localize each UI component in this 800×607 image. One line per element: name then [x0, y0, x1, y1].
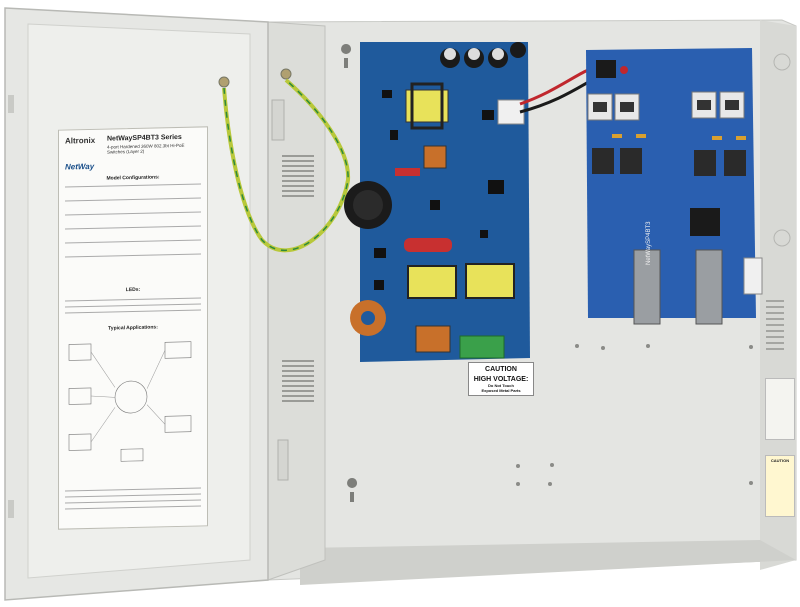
psu-small-components: [374, 90, 504, 290]
mounting-holes: [516, 344, 753, 486]
door-label-rule: [65, 303, 201, 308]
side-caution-text: CAUTION: [770, 458, 790, 463]
vent-slots-left: [282, 155, 314, 402]
door-label-rule: [65, 197, 201, 202]
door-label-rule: [65, 225, 201, 230]
door-latch: [271, 99, 285, 141]
door-label-brand: Altronix: [65, 135, 96, 146]
vent-slots-right: [766, 300, 784, 350]
door-label-leds-heading: LEDs:: [125, 286, 141, 294]
keyhole-mount-bottom: [347, 478, 358, 502]
side-rating-label: [765, 378, 795, 440]
psu-terminal-block: [459, 335, 505, 359]
caution-high-voltage: HIGH VOLTAGE:: [473, 376, 529, 383]
door-hinge-bottom: [8, 500, 14, 518]
door-label-rule: [65, 253, 201, 258]
door-label-rule: [65, 487, 201, 492]
knockout-hole: [773, 229, 791, 247]
cabinet-bottom-wall: [300, 540, 796, 585]
switch-model-text: NetWaySP4BT3: [646, 221, 652, 265]
door-label-rule: [65, 211, 201, 216]
psu-resistor-red: [404, 238, 452, 252]
knockout-hole: [773, 53, 791, 71]
door-latch-lower: [277, 439, 289, 481]
caution-exposed-metal: Exposed Metal Parts: [481, 388, 521, 393]
caution-title: CAUTION: [485, 366, 517, 373]
sfp-cages: [633, 249, 723, 325]
door-label-rule: [65, 309, 201, 314]
side-caution-label: CAUTION: [765, 455, 795, 517]
door-label-application-diagram: [68, 341, 192, 462]
door-label-rule: [65, 297, 201, 302]
switch-amber-components: [612, 134, 746, 140]
caution-do-not-touch: Do Not Touch: [488, 383, 514, 388]
door-label-rule: [65, 505, 201, 510]
ground-screw-box: [280, 68, 292, 80]
door-label-applications-heading: Typical Applications:: [108, 324, 158, 332]
door-hinge-top: [8, 95, 14, 113]
switch-header: [743, 257, 763, 295]
high-voltage-caution-label: CAUTION HIGH VOLTAGE: Do Not Touch Expos…: [468, 362, 534, 396]
switch-dc-jack: [596, 60, 616, 78]
keyhole-mount-top: [341, 44, 352, 68]
door-label-series-title: NetWaySP4BT3 Series: [107, 133, 182, 143]
door-instruction-label: Altronix NetWaySP4BT3 Series 4-port Hard…: [58, 126, 208, 530]
rj45-port-openings: [593, 100, 739, 112]
door-label-secondary-brand: NetWay: [65, 161, 95, 172]
psu-transformer-bottom-2: [465, 263, 515, 299]
psu-coil-small: [423, 145, 447, 169]
door-label-rule: [65, 493, 201, 498]
psu-coil-bottom: [415, 325, 451, 353]
ground-wire-stripe: [223, 79, 349, 252]
door-label-subtitle: 4-port Hardened 360W 802.3bt Hi-PoE Swit…: [107, 142, 185, 155]
psu-capacitors: [440, 42, 526, 68]
door-label-rule: [65, 239, 201, 244]
door-label-rule: [65, 183, 201, 188]
switch-transformers: [592, 148, 746, 176]
door-label-rule: [65, 499, 201, 504]
psu-transformer-bottom-1: [407, 265, 457, 299]
switch-ic-chip: [690, 208, 720, 236]
poe-switch-pcb: [586, 48, 756, 318]
ground-screw-door: [218, 76, 230, 88]
door-label-models-heading: Model Configurations:: [106, 174, 160, 182]
